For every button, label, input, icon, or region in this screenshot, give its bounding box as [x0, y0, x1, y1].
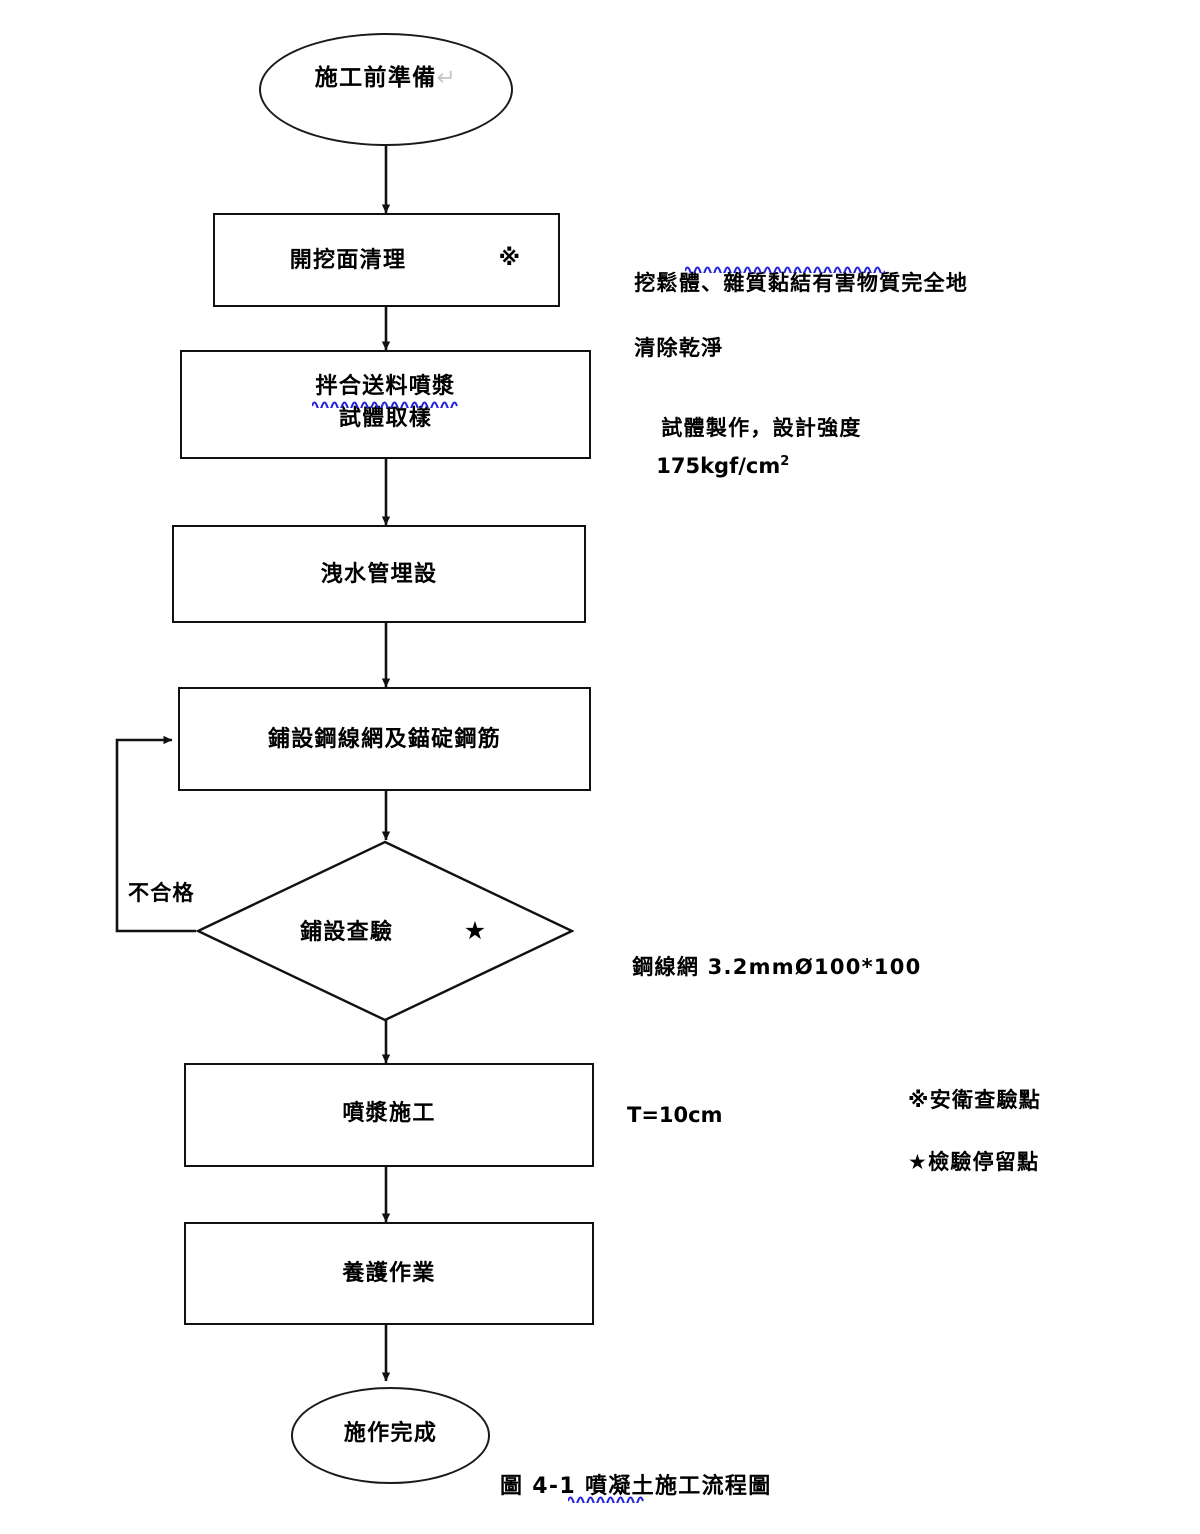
annotation-clean-line2: 清除乾淨 [634, 335, 724, 360]
annotation-mix-line2: 175kgf/cm [656, 453, 781, 478]
annotation-inspect-line1: 鋼線網 3.2mmØ100*100 [632, 954, 922, 979]
legend-safety-text: 安衛查驗點 [929, 1088, 1041, 1112]
annotation-inspect: 鋼線網 3.2mmØ100*100 [598, 918, 922, 1016]
legend-safety-point: ※安衛查驗點 [908, 1084, 1041, 1114]
figure-caption-prefix: 圖 4-1 [500, 1474, 585, 1499]
legend-hold-point: ★檢驗停留點 [908, 1146, 1039, 1176]
node-mix-box[interactable] [180, 350, 591, 459]
node-drain-box[interactable] [172, 525, 586, 623]
annotation-mix-strength: 175kgf/cm2 [627, 417, 789, 515]
annotation-mix: 試體製作，設計強度 [627, 379, 862, 477]
figure-caption: 圖 4-1 噴凝土施工流程圖 [500, 1468, 772, 1500]
node-done-oval[interactable] [291, 1387, 490, 1484]
annotation-clean: 挖鬆體、雜質黏結有害物質完全地 清除乾淨 [600, 234, 968, 397]
node-spray-box[interactable] [184, 1063, 594, 1167]
annotation-mix-line1: 試體製作，設計強度 [661, 415, 862, 440]
node-cure-box[interactable] [184, 1222, 594, 1325]
annotation-clean-line1: 挖鬆體、雜質黏結有害物質完全地 [634, 270, 969, 295]
figure-caption-body: 噴凝土施工流程圖 [585, 1474, 772, 1499]
annotation-spray-thickness: T=10cm [627, 1103, 723, 1127]
legend-hold-text: 檢驗停留點 [928, 1150, 1040, 1174]
node-start-oval[interactable] [259, 33, 513, 146]
node-inspect-diamond[interactable] [195, 840, 575, 1022]
node-clean-box[interactable] [213, 213, 560, 307]
legend-safety-symbol: ※ [908, 1088, 930, 1112]
annotation-mix-superscript: 2 [780, 453, 790, 469]
legend-hold-symbol: ★ [908, 1150, 929, 1174]
node-mesh-box[interactable] [178, 687, 591, 791]
